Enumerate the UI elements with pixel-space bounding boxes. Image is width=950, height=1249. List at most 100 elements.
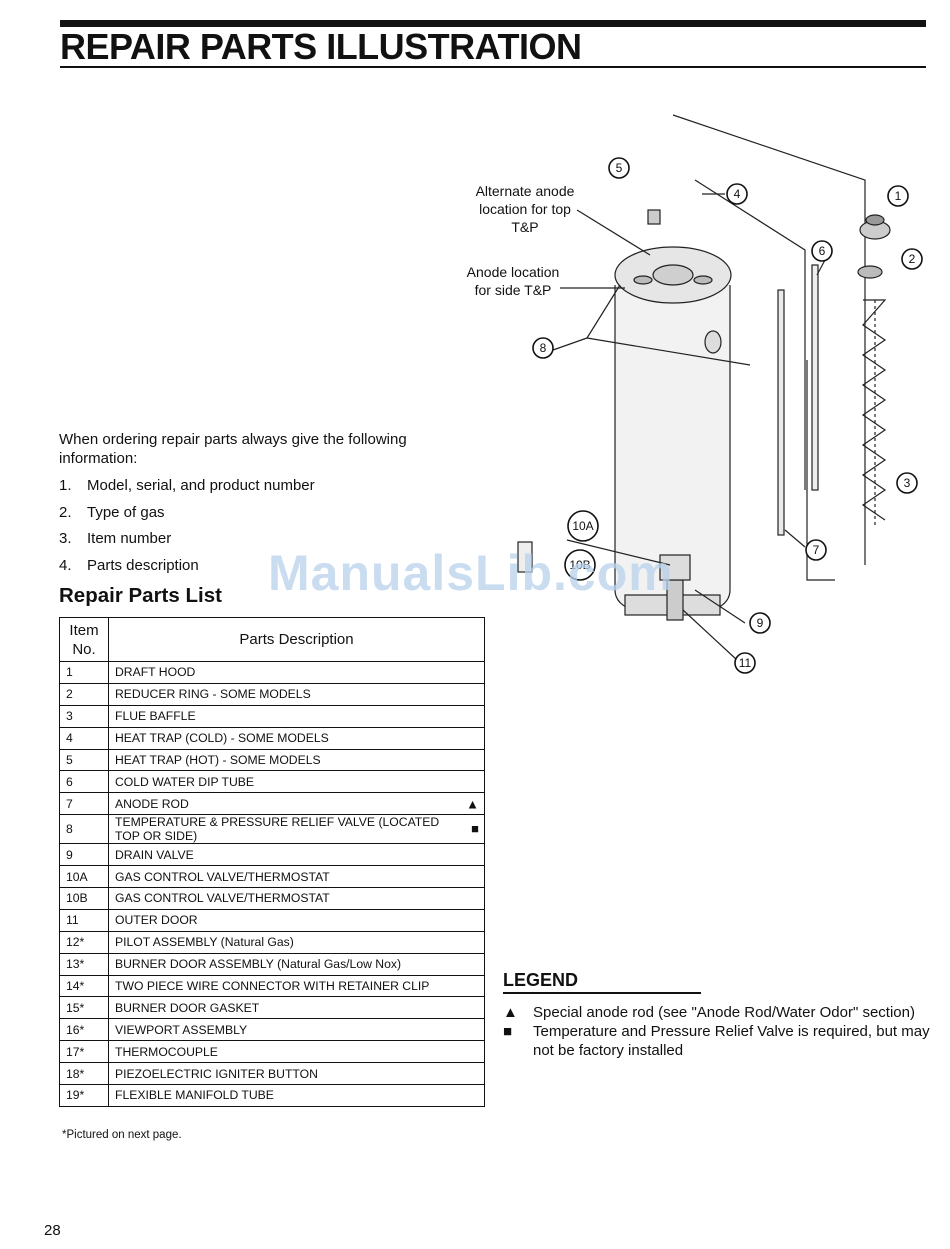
item-number: 10B xyxy=(59,887,109,910)
item-number: 9 xyxy=(59,843,109,867)
item-number: 4 xyxy=(59,726,109,750)
table-row: 18*PIEZOELECTRIC IGNITER BUTTON xyxy=(59,1062,485,1086)
svg-text:10A: 10A xyxy=(572,519,593,533)
page-title: REPAIR PARTS ILLUSTRATION xyxy=(60,26,582,67)
callout-11: 11 xyxy=(734,652,756,674)
item-number: 7 xyxy=(59,792,109,816)
part-description: DRAFT HOOD xyxy=(108,661,485,684)
legend-item-anode: ▲ Special anode rod (see "Anode Rod/Wate… xyxy=(503,1003,933,1022)
item-number: 13* xyxy=(59,952,109,976)
table-row: 16*VIEWPORT ASSEMBLY xyxy=(59,1018,485,1042)
part-description: THERMOCOUPLE xyxy=(108,1040,485,1064)
table-row: 17*THERMOCOUPLE xyxy=(59,1040,485,1064)
table-row: 13*BURNER DOOR ASSEMBLY (Natural Gas/Low… xyxy=(59,952,485,976)
part-description: GAS CONTROL VALVE/THERMOSTAT xyxy=(108,865,485,889)
svg-text:11: 11 xyxy=(739,656,752,670)
callout-5: 5 xyxy=(608,157,630,179)
alt-anode-label-line1: Alternate anode xyxy=(476,183,575,199)
list-item: 2.Type of gas xyxy=(59,503,165,521)
legend-text: Temperature and Pressure Relief Valve is… xyxy=(533,1023,930,1059)
svg-text:7: 7 xyxy=(813,543,820,557)
part-description: VIEWPORT ASSEMBLY xyxy=(108,1018,485,1042)
callout-7: 7 xyxy=(805,539,827,561)
column-header-item: Item No. xyxy=(59,617,109,662)
list-item: 1.Model, serial, and product number xyxy=(59,477,315,494)
callout-10b: 10B xyxy=(564,549,596,581)
part-description: TWO PIECE WIRE CONNECTOR WITH RETAINER C… xyxy=(108,974,485,998)
svg-text:6: 6 xyxy=(819,244,826,258)
item-number: 5 xyxy=(59,748,109,772)
callout-8: 8 xyxy=(532,337,554,359)
item-number: 10A xyxy=(59,865,109,889)
svg-text:2: 2 xyxy=(909,252,916,266)
part-description: ANODE ROD▲ xyxy=(108,792,485,816)
part-description: REDUCER RING - SOME MODELS xyxy=(108,682,485,706)
item-number: 1 xyxy=(59,661,109,684)
table-row: 14*TWO PIECE WIRE CONNECTOR WITH RETAINE… xyxy=(59,974,485,998)
list-item: 3.Item number xyxy=(59,530,172,547)
part-description: TEMPERATURE & PRESSURE RELIEF VALVE (LOC… xyxy=(108,814,485,845)
legend: ▲ Special anode rod (see "Anode Rod/Wate… xyxy=(503,1003,933,1060)
header-rule-bottom xyxy=(60,66,926,68)
header-rule-top xyxy=(60,20,926,27)
callout-1: 1 xyxy=(887,185,909,207)
water-heater-diagram: 5 4 1 6 2 8 3 10A 10B 7 9 11 Alternate a… xyxy=(467,114,923,674)
item-number: 8 xyxy=(59,814,109,845)
part-description: BURNER DOOR GASKET xyxy=(108,996,485,1020)
svg-text:3: 3 xyxy=(904,476,911,490)
table-row: 12*PILOT ASSEMBLY (Natural Gas) xyxy=(59,930,485,954)
part-description: PILOT ASSEMBLY (Natural Gas) xyxy=(108,930,485,954)
part-description: GAS CONTROL VALVE/THERMOSTAT xyxy=(108,887,485,910)
anode-label-line2: for side T&P xyxy=(475,282,552,298)
callout-4: 4 xyxy=(726,183,748,205)
item-number: 18* xyxy=(59,1062,109,1086)
triangle-icon: ▲ xyxy=(466,796,479,812)
part-description: OUTER DOOR xyxy=(108,908,485,932)
part-description: HEAT TRAP (COLD) - SOME MODELS xyxy=(108,726,485,750)
item-number: 14* xyxy=(59,974,109,998)
item-number: 17* xyxy=(59,1040,109,1064)
square-icon: ■ xyxy=(471,821,479,837)
ordering-info-list: 1.Model, serial, and product number 2.Ty… xyxy=(59,476,315,582)
svg-text:1: 1 xyxy=(895,189,902,203)
square-icon: ■ xyxy=(503,1023,513,1040)
list-item: 4.Parts description xyxy=(59,556,199,574)
table-row: 19*FLEXIBLE MANIFOLD TUBE xyxy=(59,1084,485,1107)
part-description: COLD WATER DIP TUBE xyxy=(108,770,485,794)
item-number: 16* xyxy=(59,1018,109,1042)
alt-anode-label-line2: location for top xyxy=(479,201,571,217)
svg-text:10B: 10B xyxy=(569,558,590,572)
svg-text:9: 9 xyxy=(757,616,764,630)
callout-9: 9 xyxy=(749,612,771,634)
item-number: 2 xyxy=(59,682,109,706)
svg-text:5: 5 xyxy=(616,161,623,175)
column-header-description: Parts Description xyxy=(108,617,485,662)
part-description: DRAIN VALVE xyxy=(108,843,485,867)
legend-text: Special anode rod (see "Anode Rod/Water … xyxy=(533,1004,915,1021)
callout-3: 3 xyxy=(896,472,918,494)
part-description: FLUE BAFFLE xyxy=(108,704,485,728)
table-row: 15*BURNER DOOR GASKET xyxy=(59,996,485,1020)
item-number: 12* xyxy=(59,930,109,954)
item-number: 11 xyxy=(59,908,109,932)
callout-6: 6 xyxy=(811,240,833,262)
parts-list-title: Repair Parts List xyxy=(59,584,222,607)
anode-label-line1: Anode location xyxy=(467,264,560,280)
part-description: HEAT TRAP (HOT) - SOME MODELS xyxy=(108,748,485,772)
table-header-row: Item No. Parts Description xyxy=(59,617,485,662)
callout-10a: 10A xyxy=(567,510,599,542)
triangle-icon: ▲ xyxy=(503,1004,518,1021)
item-number: 19* xyxy=(59,1084,109,1107)
part-description: PIEZOELECTRIC IGNITER BUTTON xyxy=(108,1062,485,1086)
svg-text:8: 8 xyxy=(540,341,547,355)
